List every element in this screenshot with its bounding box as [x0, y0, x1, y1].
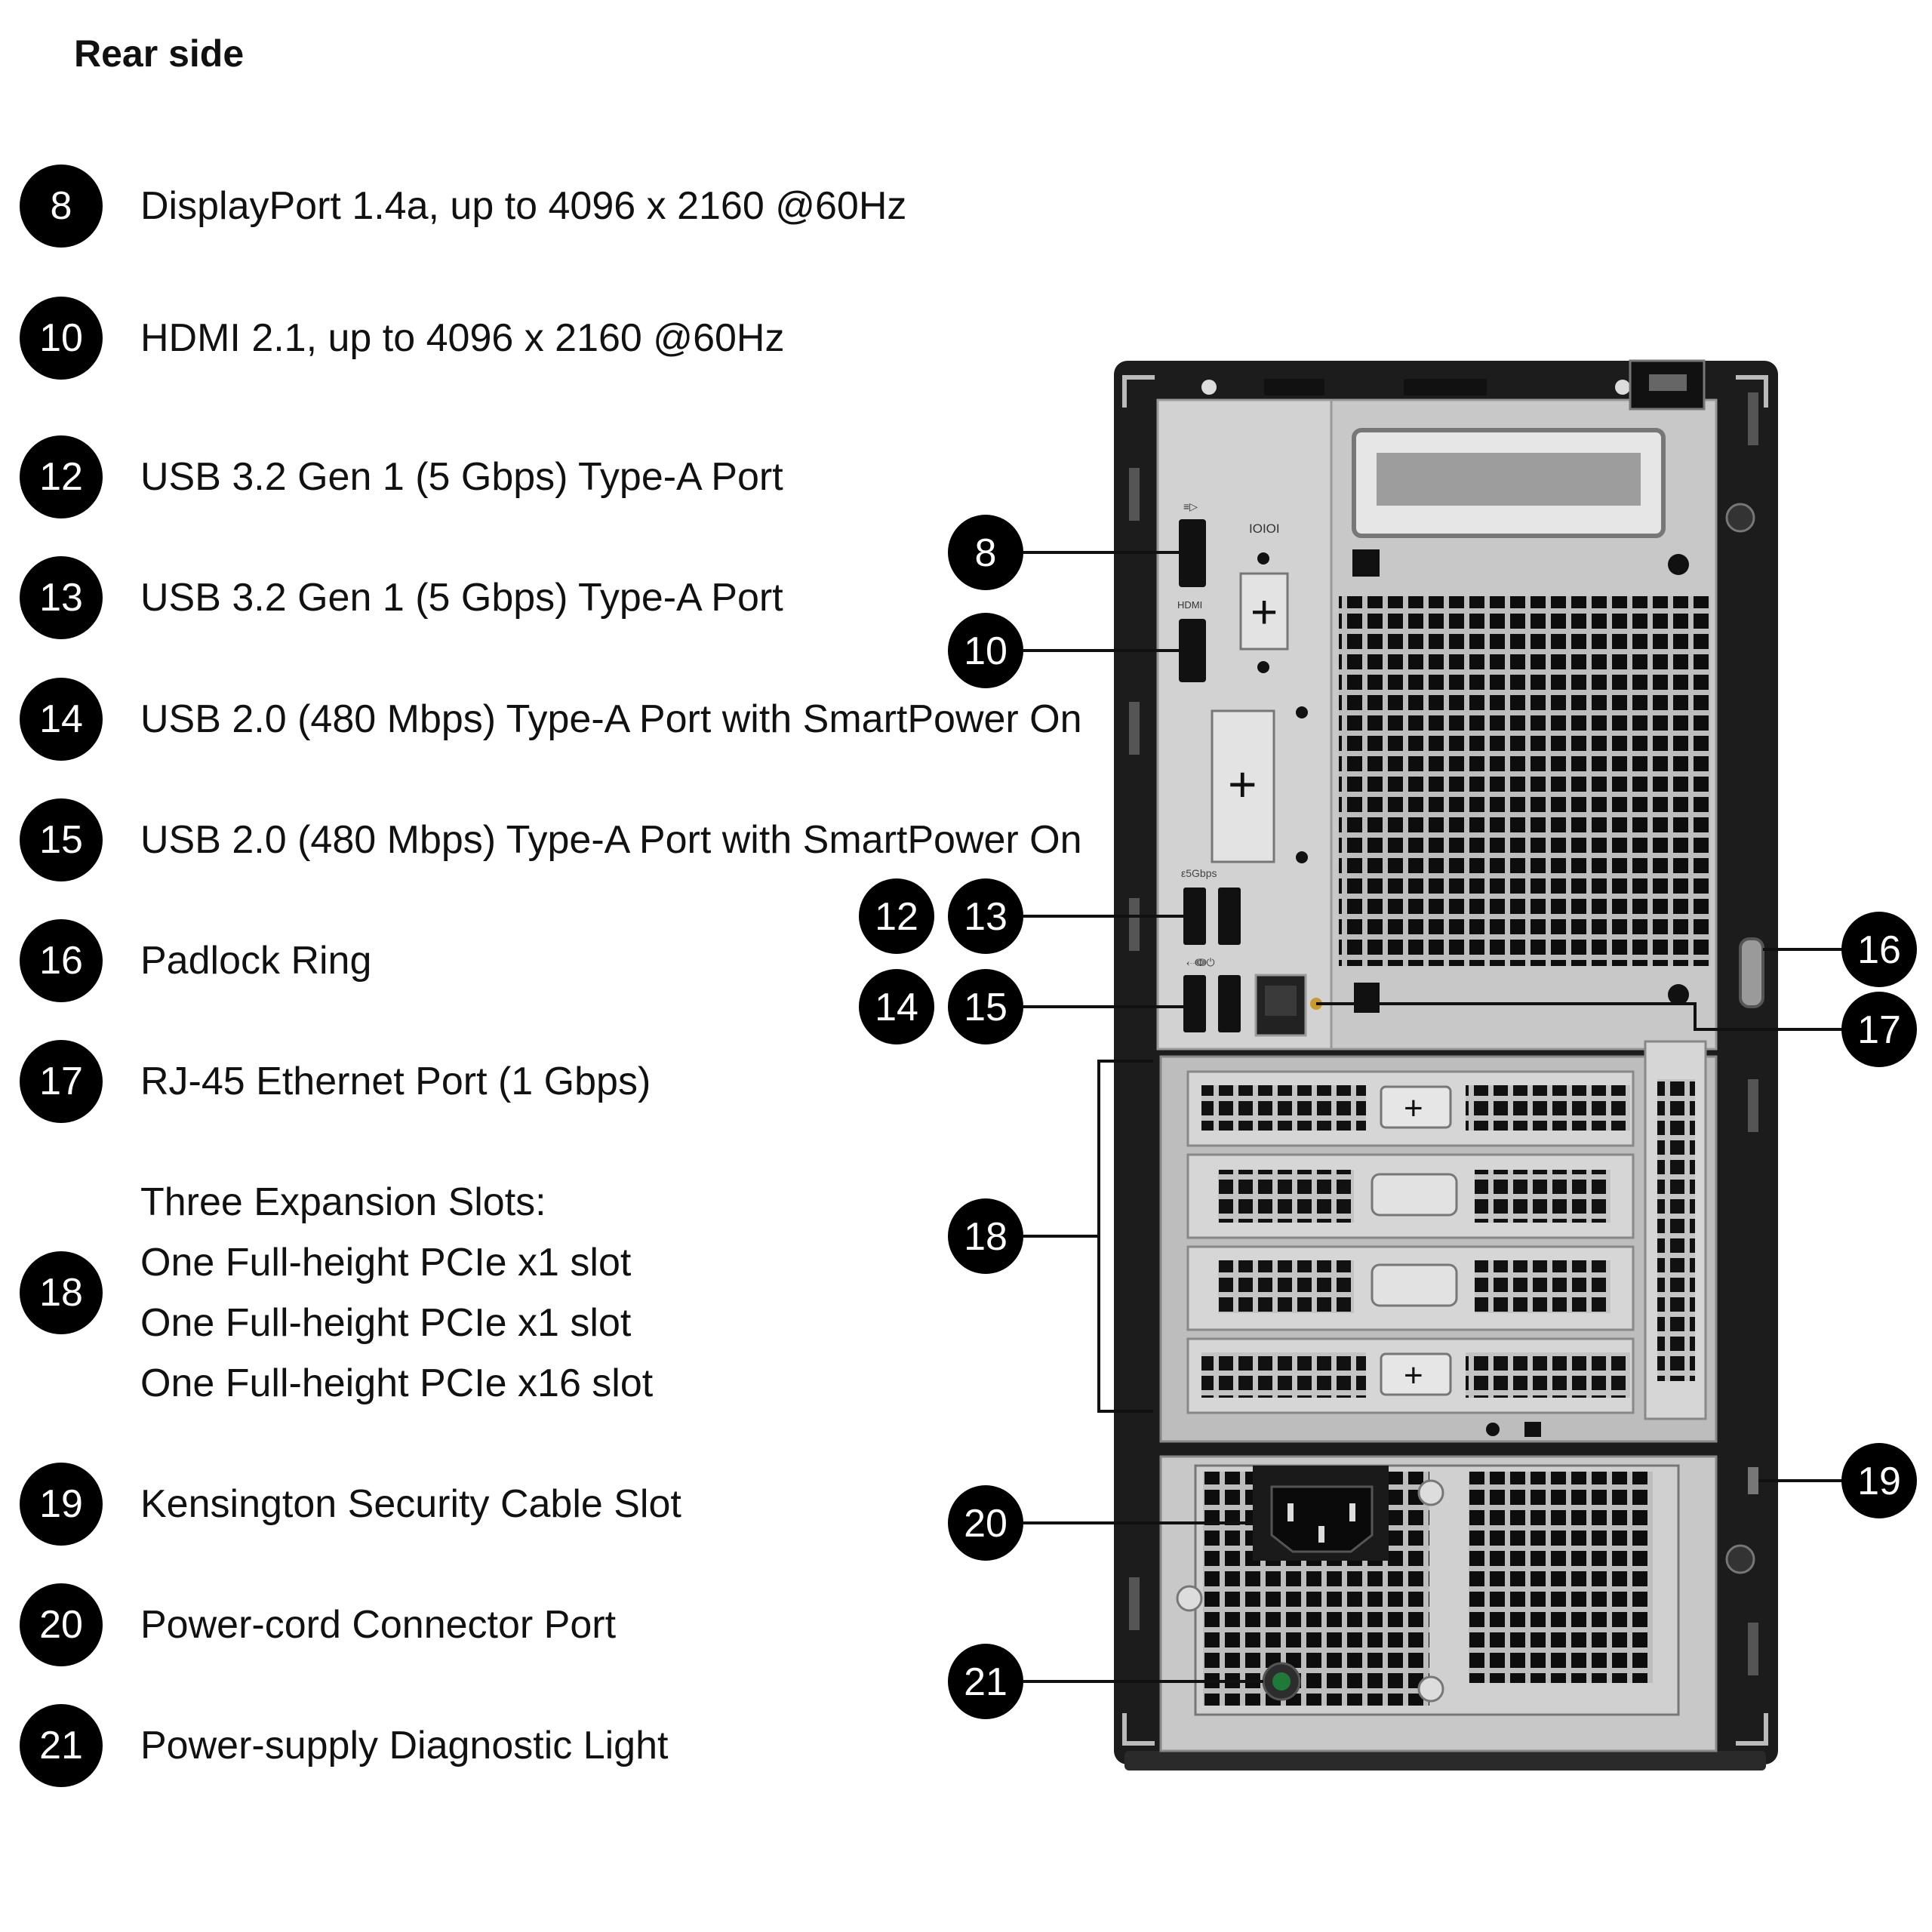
rail-slot — [1748, 1079, 1758, 1132]
svg-text:HDMI: HDMI — [1177, 599, 1202, 611]
power-supply — [1159, 1455, 1718, 1752]
legend-text: Power-cord Connector Port — [140, 1603, 617, 1647]
legend-text: Three Expansion Slots: — [140, 1180, 546, 1224]
legend-text: One Full-height PCIe x1 slot — [140, 1241, 632, 1284]
legend-badge: 19 — [20, 1463, 103, 1546]
rail-slot — [1129, 1577, 1140, 1630]
svg-text:20: 20 — [964, 1502, 1008, 1546]
serial-knockout — [1239, 572, 1289, 651]
legend-text: RJ-45 Ethernet Port (1 Gbps) — [140, 1060, 651, 1103]
svg-text:14: 14 — [875, 986, 918, 1029]
legend-badge: 10 — [20, 297, 103, 380]
io-ports: ≡▷ HDMI IOIOI + + ε5Gbps ⇠ↈ⏻ — [1177, 500, 1380, 1037]
svg-text:+: + — [1228, 756, 1257, 812]
legend-text: Power-supply Diagnostic Light — [140, 1724, 669, 1767]
handle-recess — [1377, 453, 1641, 506]
svg-text:12: 12 — [875, 895, 918, 939]
legend-badge: 17 — [20, 1040, 103, 1123]
legend-badge: 21 — [20, 1704, 103, 1787]
rear-plate-top — [1156, 359, 1718, 1051]
svg-text:16: 16 — [1857, 928, 1901, 972]
rail-slot — [1129, 898, 1140, 951]
svg-text:18: 18 — [964, 1215, 1008, 1259]
callout-15: 15 — [948, 969, 1023, 1044]
callout-13: 13 — [948, 878, 1023, 954]
legend-text: USB 2.0 (480 Mbps) Type-A Port with Smar… — [140, 697, 1082, 741]
svg-text:+: + — [1404, 1090, 1423, 1127]
svg-text:17: 17 — [1857, 1008, 1901, 1052]
svg-text:+: + — [1404, 1357, 1423, 1394]
ethernet-port — [1254, 974, 1307, 1037]
callout-20: 20 — [948, 1485, 1023, 1561]
rail-slot — [1748, 1623, 1758, 1675]
legend-text: USB 2.0 (480 Mbps) Type-A Port with Smar… — [140, 818, 1082, 862]
callout-17: 17 — [1841, 992, 1917, 1067]
svg-text:⇠ↈ⏻: ⇠ↈ⏻ — [1186, 956, 1215, 968]
svg-text:+: + — [1251, 586, 1278, 638]
rail-slot — [1129, 468, 1140, 521]
callout-10: 10 — [948, 613, 1023, 688]
callout-14: 14 — [859, 969, 934, 1044]
svg-text:8: 8 — [975, 531, 997, 575]
legend-badge: 14 — [20, 678, 103, 761]
legend-text: Kensington Security Cable Slot — [140, 1482, 681, 1526]
legend-text: Padlock Ring — [140, 939, 372, 983]
displayport-port — [1179, 519, 1206, 587]
callout-21: 21 — [948, 1644, 1023, 1719]
usb-2-port-14 — [1183, 975, 1206, 1032]
svg-text:10: 10 — [964, 629, 1008, 673]
padlock-ring — [1739, 937, 1764, 1008]
svg-text:ε5Gbps: ε5Gbps — [1181, 867, 1217, 879]
svg-text:13: 13 — [964, 895, 1008, 939]
usb-3-port-12 — [1183, 888, 1206, 945]
kensington-slot — [1748, 1467, 1758, 1494]
callout-18: 18 — [948, 1198, 1023, 1274]
leader-lines — [1023, 551, 1844, 1683]
legend-badge: 12 — [20, 435, 103, 518]
legend-text: One Full-height PCIe x16 slot — [140, 1361, 654, 1405]
callout-16: 16 — [1841, 912, 1917, 987]
svg-text:21: 21 — [964, 1660, 1008, 1704]
security-features — [1725, 503, 1764, 1574]
legend-badge: 8 — [20, 165, 103, 248]
chassis-foot — [1124, 1751, 1766, 1770]
expansion-slots: + + — [1159, 1040, 1718, 1443]
legend-badge: 15 — [20, 798, 103, 881]
legend-badge: 18 — [20, 1251, 103, 1334]
svg-text:≡▷: ≡▷ — [1183, 500, 1198, 512]
legend-badge: 13 — [20, 556, 103, 639]
legend-text: DisplayPort 1.4a, up to 4096 x 2160 @60H… — [140, 184, 907, 228]
callout-19: 19 — [1841, 1443, 1917, 1518]
legend-text: One Full-height PCIe x1 slot — [140, 1301, 632, 1345]
svg-text:15: 15 — [964, 986, 1008, 1029]
svg-text:19: 19 — [1857, 1460, 1901, 1503]
hdmi-port — [1179, 619, 1206, 682]
rail-slot — [1748, 392, 1758, 445]
option-knockout — [1211, 709, 1275, 863]
callout-badges: 8 10 12 13 14 15 16 17 18 19 20 21 — [859, 515, 1917, 1719]
main-vent — [1339, 596, 1710, 966]
rail-slot — [1129, 702, 1140, 755]
serial-label: IOIOI — [1249, 521, 1280, 536]
legend-text: USB 3.2 Gen 1 (5 Gbps) Type-A Port — [140, 576, 783, 620]
legend-text: HDMI 2.1, up to 4096 x 2160 @60Hz — [140, 316, 785, 360]
legend-badge: 20 — [20, 1583, 103, 1666]
page-title: Rear side — [74, 32, 245, 75]
usb-2-port-15 — [1218, 975, 1241, 1032]
legend-badge: 16 — [20, 919, 103, 1002]
callout-8: 8 — [948, 515, 1023, 590]
callout-12: 12 — [859, 878, 934, 954]
legend-text: USB 3.2 Gen 1 (5 Gbps) Type-A Port — [140, 455, 783, 499]
usb-3-port-13 — [1218, 888, 1241, 945]
